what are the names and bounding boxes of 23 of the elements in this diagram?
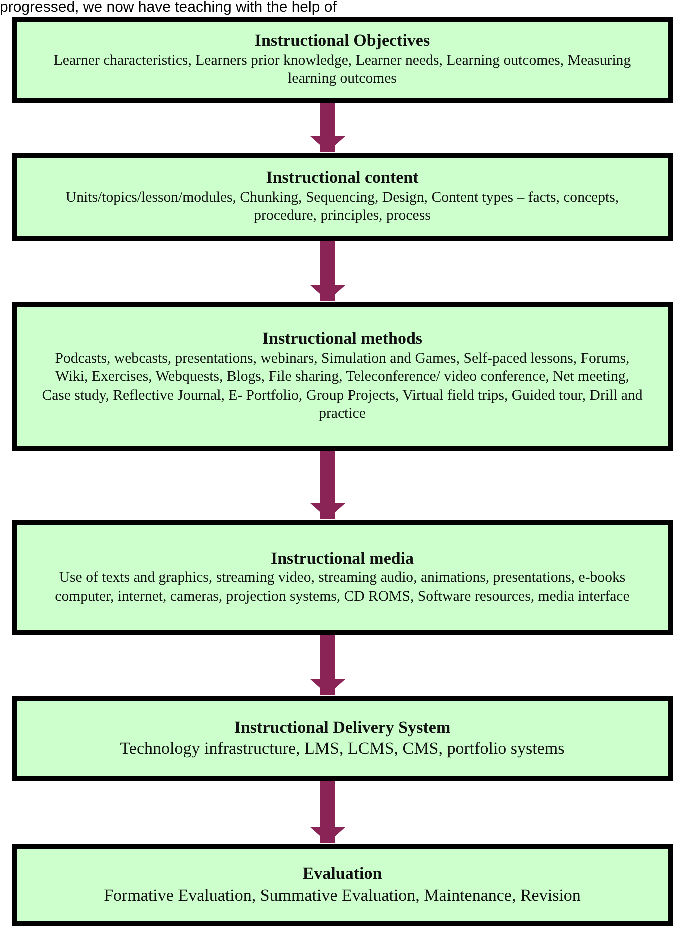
box-heading: Instructional methods — [262, 329, 423, 350]
arrow — [310, 241, 346, 301]
process-box — [12, 153, 673, 241]
box-description: Learner characteristics, Learners prior knowledge, Learner needs, Learning outcomes, Measuring learning outcomes — [52, 52, 632, 89]
process-box — [12, 17, 673, 103]
box-description: Technology infrastructure, LMS, LCMS, CMS, portfolio systems — [120, 738, 565, 760]
box-heading: Instructional Delivery System — [234, 718, 451, 738]
arrow — [310, 635, 346, 695]
box-heading: Evaluation — [302, 864, 382, 885]
box-description: Use of texts and graphics, streaming video, streaming audio, animations, presentations, e-books computer, internet, cameras, projection systems, CD ROMS, Software resources, media interface — [54, 569, 631, 606]
arrow — [310, 451, 346, 519]
box-heading: Instructional Objectives — [254, 31, 430, 52]
process-box — [12, 302, 673, 451]
box-description: Formative Evaluation, Summative Evaluation, Maintenance, Revision — [104, 884, 581, 906]
arrow — [310, 103, 346, 152]
box-description: Units/topics/lesson/modules, Chunking, Sequencing, Design, Content types – facts, concepts, procedure, principles, process — [64, 188, 620, 226]
box-heading: Instructional media — [270, 548, 414, 570]
box-heading: Instructional content — [266, 168, 419, 189]
process-box — [12, 696, 673, 781]
process-box — [12, 520, 673, 635]
box-description: Podcasts, webcasts, presentations, webinars, Simulation and Games, Self-paced lessons, Forums, Wiki, Exercises, Webquests, Blogs, File sharing, Teleconference/ video conference, Net meeting, Case study, Reflective Journal, E- Portfolio, Group Projects, Virtual field trips, Guided tour, Drill and practice — [41, 350, 644, 424]
process-box — [12, 844, 673, 926]
arrow — [310, 781, 346, 843]
